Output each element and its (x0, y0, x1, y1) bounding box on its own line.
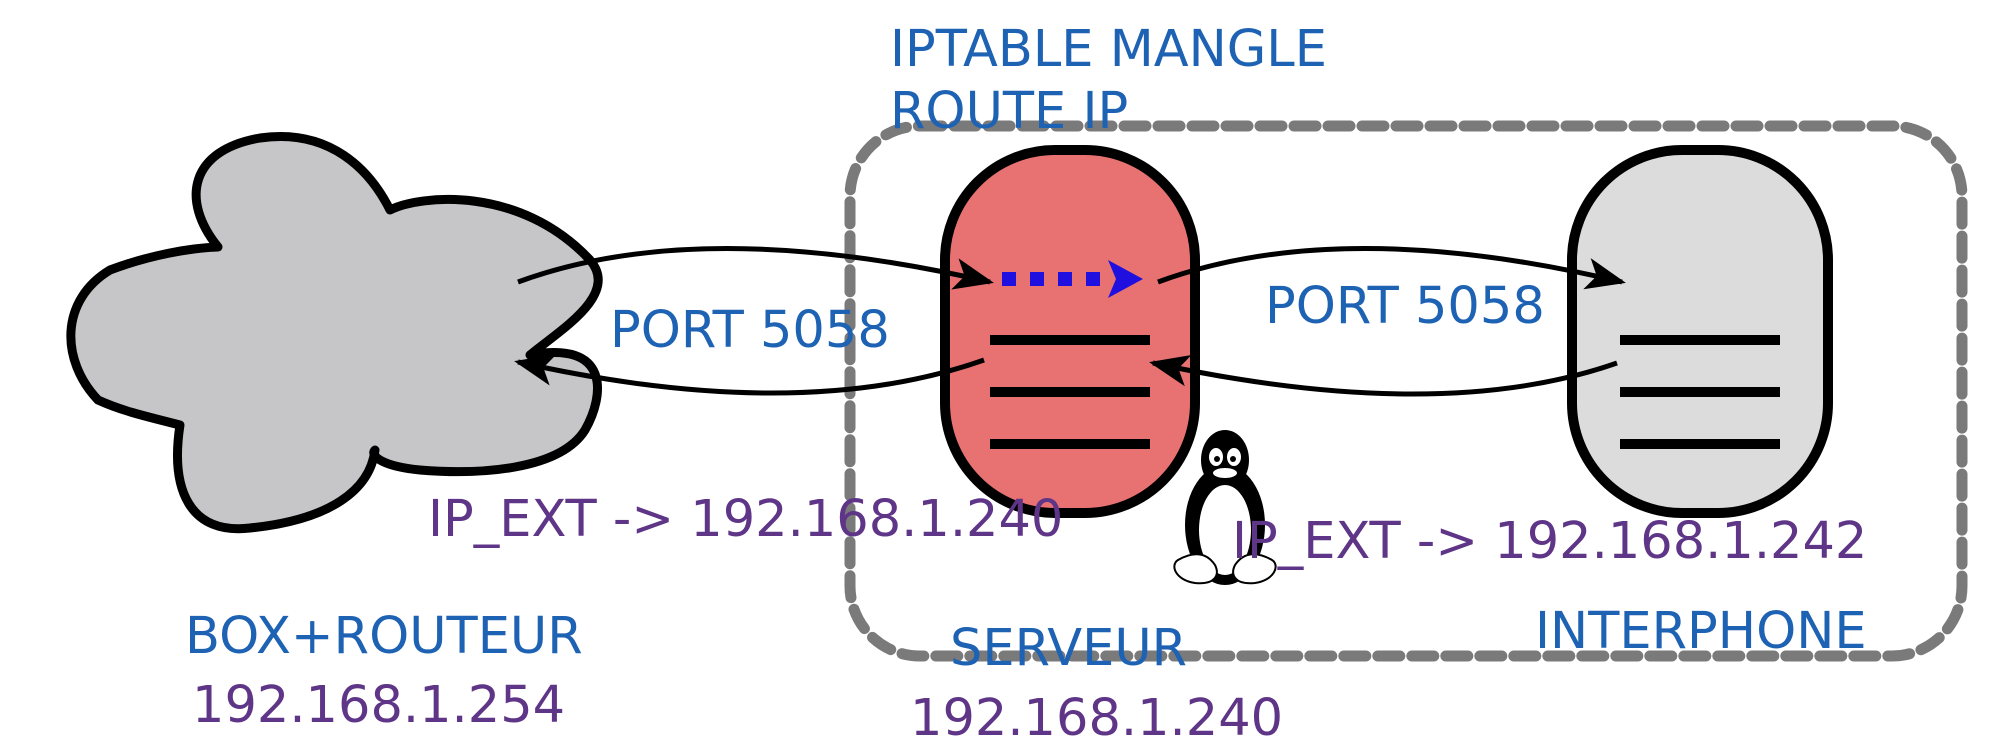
server-node[interactable] (940, 145, 1200, 518)
arrow-server-to-box (514, 354, 985, 396)
server-box[interactable] (940, 145, 1200, 518)
ipext-label-right: IP_EXT -> 192.168.1.242 (1232, 512, 1867, 571)
mangle-route-arrow (1002, 260, 1143, 298)
linux-tux-icon (1173, 430, 1277, 585)
iptable-label-line2: ROUTE IP (890, 82, 1128, 141)
arrow-interphone-to-server (1149, 354, 1618, 397)
arrow-server-to-interphone (1157, 246, 1626, 290)
server-ip-label: 192.168.1.240 (910, 689, 1283, 748)
port-label-right: PORT 5058 (1265, 277, 1545, 336)
arrow-box-to-server (517, 246, 994, 290)
box-name-label: BOX+ROUTEUR (185, 607, 583, 666)
box-ip-label: 192.168.1.254 (192, 676, 565, 735)
interphone-box[interactable] (1567, 145, 1833, 518)
port-label-left: PORT 5058 (610, 301, 890, 360)
server-name-label: SERVEUR (950, 619, 1187, 678)
ipext-label-left: IP_EXT -> 192.168.1.240 (428, 490, 1063, 549)
cloud-icon[interactable] (66, 132, 603, 534)
iptable-label-line1: IPTABLE MANGLE (890, 20, 1327, 79)
interphone-node[interactable] (1567, 145, 1833, 518)
interphone-name-label: INTERPHONE (1535, 602, 1867, 661)
